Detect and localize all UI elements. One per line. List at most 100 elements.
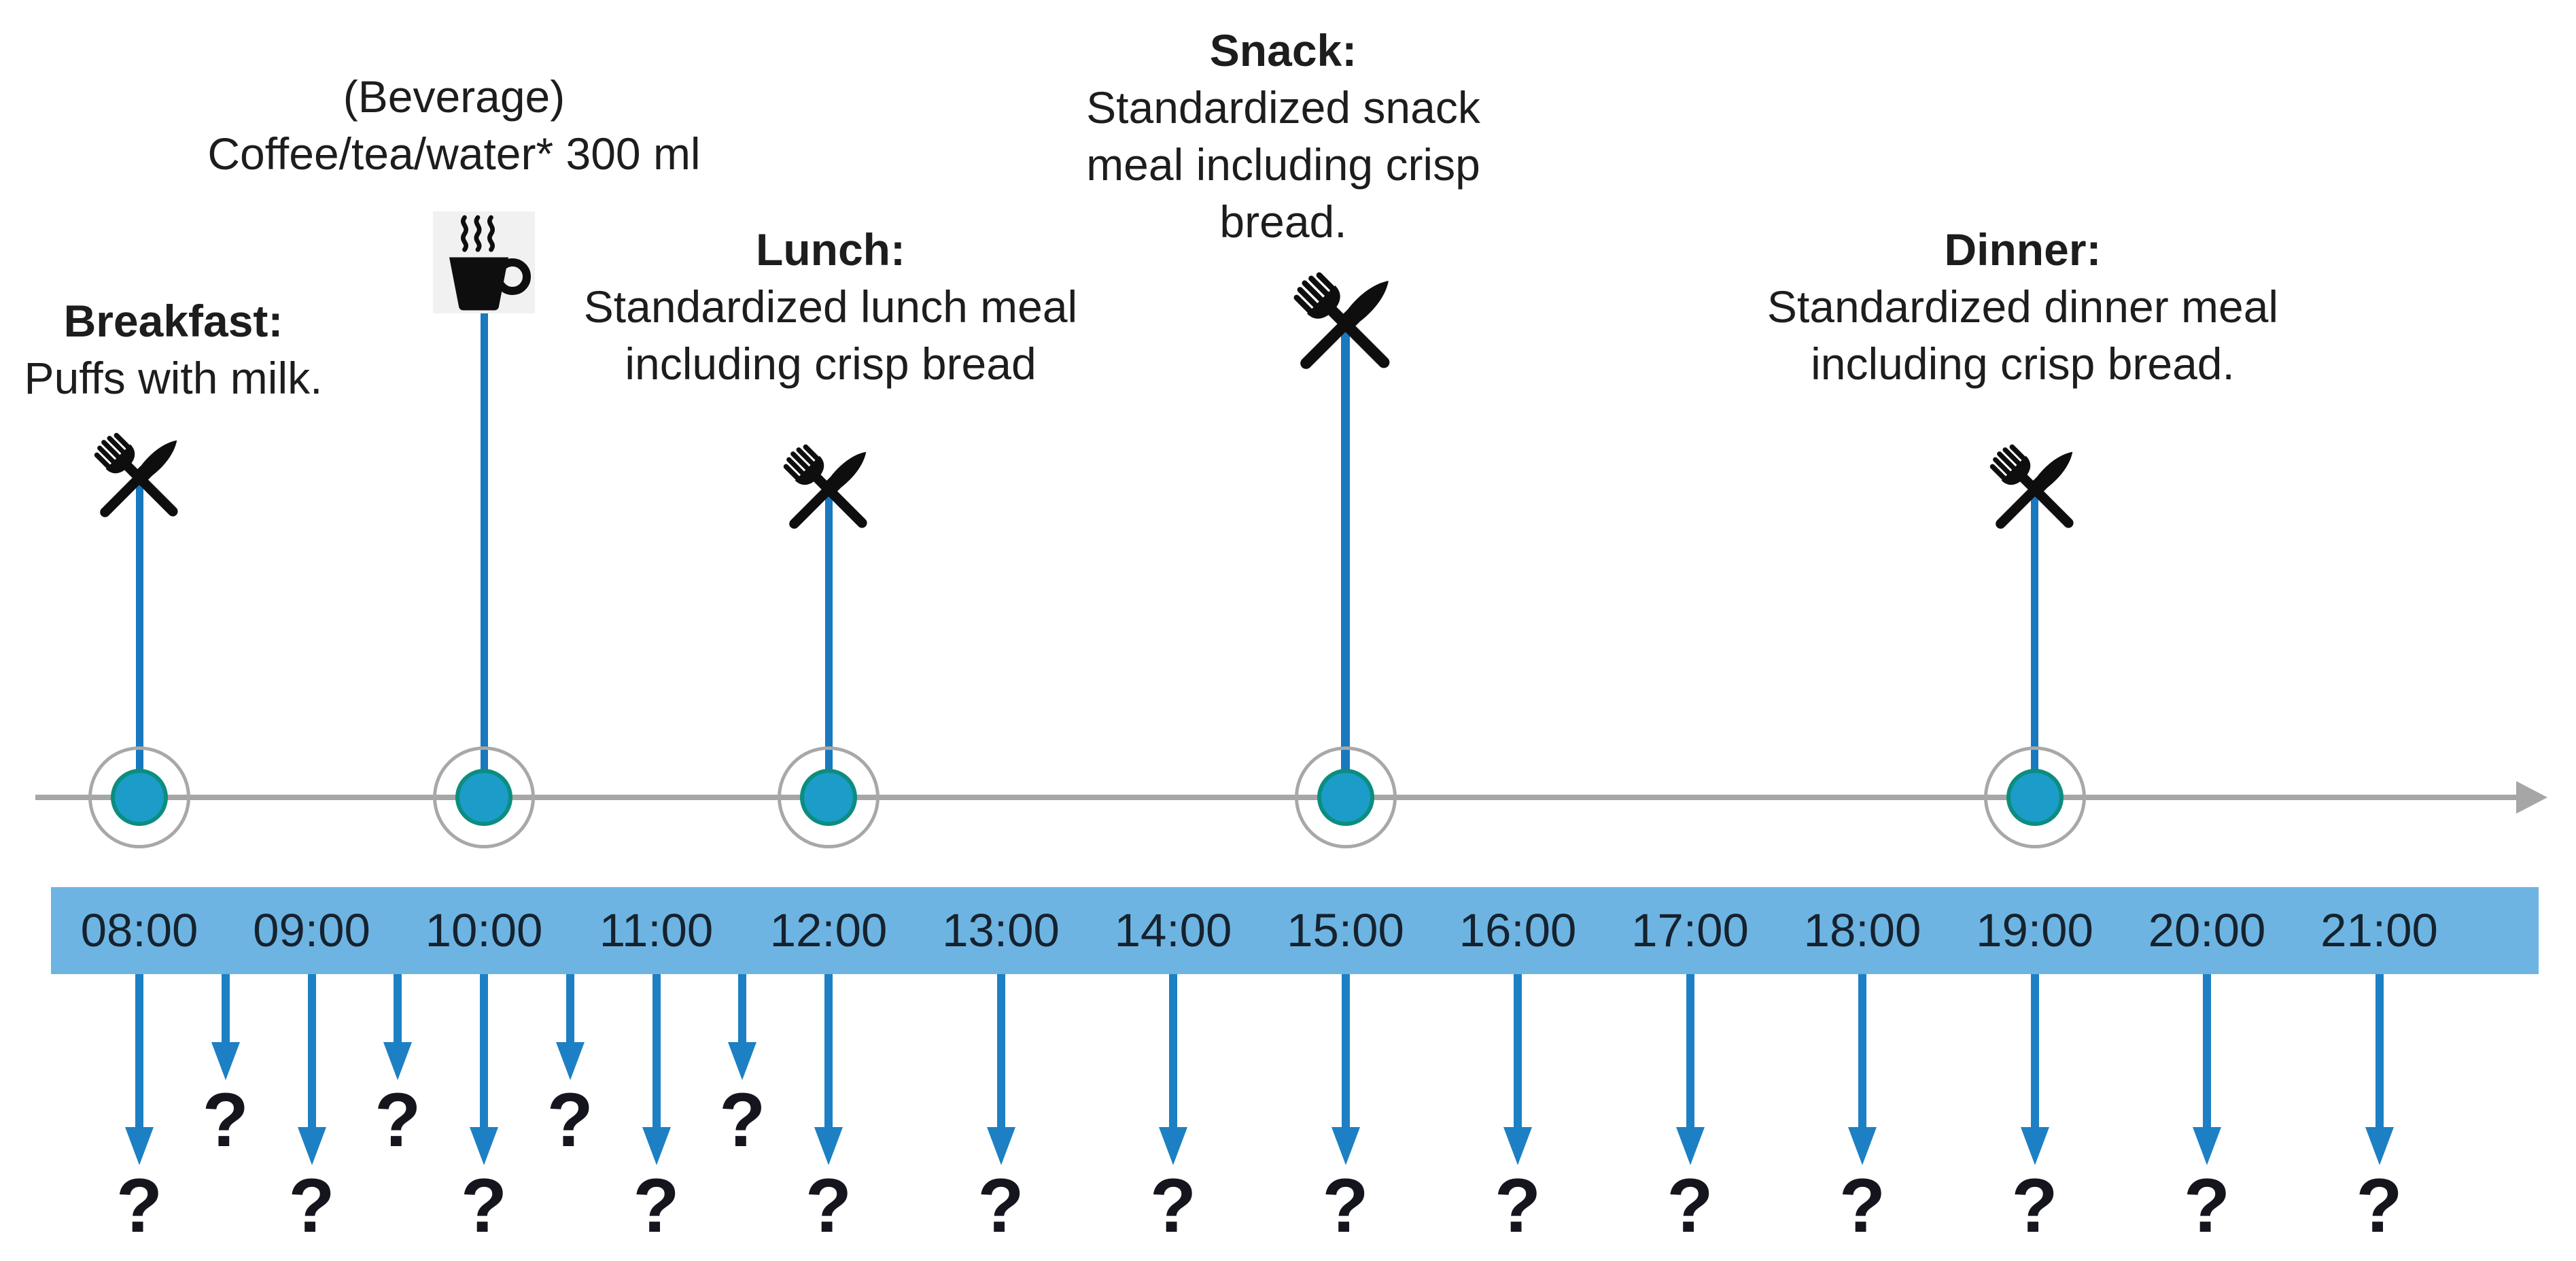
event-connector-line [2031,495,2038,797]
question-mark: ? [805,1163,852,1248]
question-mark: ? [977,1163,1024,1248]
question-mark: ? [2183,1163,2231,1248]
time-label: 21:00 [2320,904,2438,956]
marker-ring [1294,746,1397,848]
time-label: 16:00 [1459,904,1577,956]
arrow-head-icon [2020,1127,2049,1165]
event-label-dinner: Dinner: Standardized dinner meal including… [1767,221,2278,392]
time-label: 20:00 [2148,904,2266,956]
question-mark: ? [633,1163,680,1248]
arrow-shaft [1858,974,1866,1127]
arrow-head-icon [642,1127,671,1165]
coffee-cup-icon-box [433,211,535,313]
arrow-shaft [2030,974,2039,1127]
time-label: 17:00 [1631,904,1749,956]
marker-dot [800,769,857,826]
arrow-head-icon [470,1127,498,1165]
arrow-head-icon [728,1042,757,1080]
arrow-shaft [221,974,230,1042]
coffee-cup-icon [449,215,531,311]
arrow-shaft [307,974,316,1127]
event-description-line: Puffs with milk. [24,353,323,403]
question-mark: ? [1839,1163,1886,1248]
arrow-shaft [738,974,747,1042]
fork-knife-icon-box [1977,432,2093,547]
arrow-head-icon [383,1042,413,1080]
fork-knife-icon [1293,272,1390,369]
arrow-shaft [996,974,1005,1127]
fork-knife-icon [94,432,178,517]
time-label: 09:00 [253,904,370,956]
arrow-head-icon [986,1127,1015,1165]
event-label-breakfast: Breakfast: Puffs with milk. [24,292,323,407]
question-mark: ? [546,1077,593,1162]
marker-ring [88,746,190,848]
arrow-shaft [480,974,488,1127]
arrow-shaft [1341,974,1350,1127]
time-label: 12:00 [769,904,888,956]
event-label-beverage: (Beverage) Coffee/tea/water* 300 ml [207,68,700,182]
event-description-line: meal including crisp [1086,139,1480,190]
arrow-head-icon [1675,1127,1705,1165]
event-description-line: including crisp bread. [1811,339,2235,389]
event-connector-line [824,495,833,797]
arrow-head-icon [555,1042,585,1080]
timeline-axis [35,795,2516,800]
question-mark: ? [1322,1163,1369,1248]
marker-ring [778,746,880,848]
time-label: 10:00 [425,904,543,956]
time-label: 14:00 [1114,904,1232,956]
arrow-head-icon [1331,1127,1360,1165]
marker-dot [111,769,168,826]
question-mark: ? [116,1163,163,1248]
fork-knife-icon-box [1279,258,1412,390]
question-mark: ? [2011,1163,2058,1248]
event-title: Breakfast: [63,296,283,346]
time-label: 08:00 [80,904,198,956]
arrow-head-icon [1848,1127,1877,1165]
arrow-head-icon [125,1127,154,1165]
arrow-shaft [135,974,143,1127]
arrow-head-icon [211,1042,240,1080]
arrow-shaft [652,974,661,1127]
marker-dot [2006,769,2064,826]
event-connector-line [135,483,143,797]
event-description-line: bread. [1219,196,1347,247]
arrow-shaft [824,974,833,1127]
arrow-head-icon [2365,1127,2394,1165]
event-description-line: Coffee/tea/water* 300 ml [207,128,701,179]
marker-dot [455,769,512,826]
question-mark: ? [460,1163,508,1248]
event-description-line: Standardized lunch meal [583,281,1078,332]
arrow-head-icon [1159,1127,1187,1165]
event-connector-line [1341,329,1350,797]
question-mark: ? [2356,1163,2403,1248]
time-label: 19:00 [1976,904,2093,956]
time-label: 15:00 [1287,904,1404,956]
arrow-head-icon [814,1127,843,1165]
event-title: (Beverage) [343,71,565,122]
arrow-shaft [394,974,402,1042]
time-label: 11:00 [599,904,714,956]
arrow-head-icon [1503,1127,1532,1165]
event-description-line: Standardized dinner meal [1766,281,2279,332]
question-mark: ? [1494,1163,1542,1248]
event-title: Lunch: [756,224,905,275]
arrow-shaft [1686,974,1694,1127]
arrow-shaft [2203,974,2211,1127]
event-title: Dinner: [1944,224,2102,275]
fork-knife-icon [1989,444,2074,529]
question-mark: ? [719,1077,766,1162]
arrow-shaft [2375,974,2384,1127]
marker-dot [1317,769,1374,826]
question-mark: ? [288,1163,335,1248]
arrow-shaft [565,974,574,1042]
question-mark: ? [375,1077,421,1162]
marker-ring [433,746,535,848]
question-mark: ? [1149,1163,1197,1248]
arrow-head-icon [2193,1127,2221,1165]
time-scale-band [51,887,2539,974]
question-mark: ? [202,1077,249,1162]
